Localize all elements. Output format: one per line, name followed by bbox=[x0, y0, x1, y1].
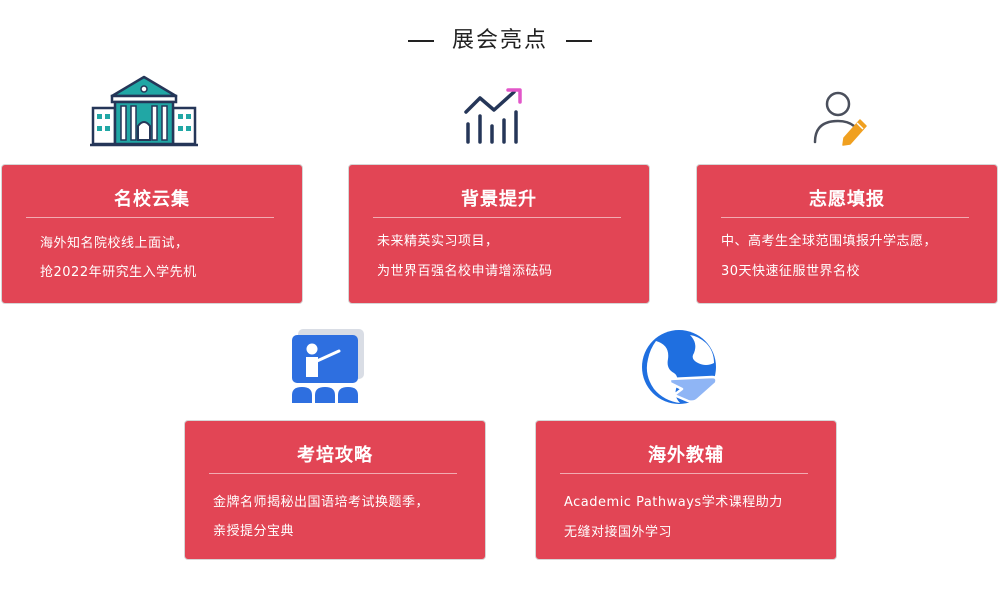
card-title: 考培攻略 bbox=[297, 445, 373, 466]
section-title-text: 展会亮点 bbox=[451, 28, 548, 53]
title-dash-right bbox=[566, 40, 592, 42]
card-text-line: 无缝对接国外学习 bbox=[564, 525, 673, 540]
card-divider bbox=[26, 217, 274, 218]
title-dash-left bbox=[407, 40, 434, 42]
section-title: 展会亮点 bbox=[0, 22, 1000, 54]
card-overseas-tutoring[interactable]: 海外教辅 Academic Pathways学术课程助力 无缝对接国外学习 bbox=[535, 420, 837, 560]
card-text-line: 中、高考生全球范围填报升学志愿， bbox=[721, 234, 938, 249]
card-text-line: 为世界百强名校申请增添砝码 bbox=[377, 264, 553, 279]
school-building-icon bbox=[90, 75, 198, 147]
globe-plane-icon bbox=[642, 330, 718, 404]
card-divider bbox=[721, 217, 969, 218]
card-text-line: Academic Pathways学术课程助力 bbox=[564, 495, 783, 510]
card-title: 海外教辅 bbox=[648, 445, 724, 466]
card-exam-training[interactable]: 考培攻略 金牌名师揭秘出国语培考试换题季， 亲授提分宝典 bbox=[184, 420, 486, 560]
card-background-boost[interactable]: 背景提升 未来精英实习项目， 为世界百强名校申请增添砝码 bbox=[348, 164, 650, 304]
card-title: 背景提升 bbox=[461, 189, 537, 210]
card-famous-schools[interactable]: 名校云集 海外知名院校线上面试， 抢2022年研究生入学先机 bbox=[1, 164, 303, 304]
card-title: 名校云集 bbox=[114, 189, 190, 210]
card-application-filling[interactable]: 志愿填报 中、高考生全球范围填报升学志愿， 30天快速征服世界名校 bbox=[696, 164, 998, 304]
teacher-board-icon bbox=[292, 329, 364, 403]
card-text-line: 30天快速征服世界名校 bbox=[721, 264, 861, 279]
card-title: 志愿填报 bbox=[809, 189, 885, 210]
card-text-line: 抢2022年研究生入学先机 bbox=[40, 265, 197, 280]
card-divider bbox=[373, 217, 621, 218]
card-text-line: 金牌名师揭秘出国语培考试换题季， bbox=[213, 495, 430, 510]
card-divider bbox=[560, 473, 808, 474]
card-text-line: 海外知名院校线上面试， bbox=[40, 236, 189, 251]
card-divider bbox=[209, 473, 457, 474]
card-text-line: 亲授提分宝典 bbox=[213, 524, 295, 539]
user-edit-icon bbox=[813, 91, 867, 146]
card-text-line: 未来精英实习项目， bbox=[377, 234, 499, 249]
growth-chart-icon bbox=[464, 88, 522, 144]
